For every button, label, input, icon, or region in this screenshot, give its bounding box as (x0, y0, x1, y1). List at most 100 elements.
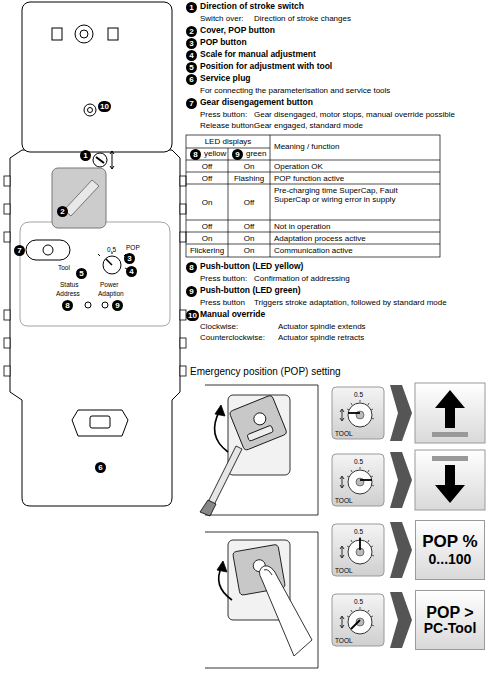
callout-number: 2 (57, 206, 68, 217)
callout-number: 7 (186, 98, 197, 109)
callout-number: 1 (80, 150, 91, 161)
label-text: yellow (204, 149, 226, 158)
callout-number: 9 (232, 149, 243, 160)
label-text: TOOL (335, 497, 353, 504)
label-text: Not in operation (274, 222, 330, 231)
label-text: Gear engaged, standard mode (254, 121, 363, 130)
label-text: On (228, 246, 270, 255)
label-text: Confirmation of addressing (254, 274, 350, 283)
label-text: green (246, 149, 266, 158)
callout-number: 3 (124, 253, 135, 264)
label-text: 0.5 (354, 458, 363, 465)
label-text: On (186, 234, 228, 243)
label-text: Gear disengagement button (200, 98, 313, 108)
label-text: Press button: (200, 274, 247, 283)
actuator-housing (10, 2, 180, 506)
label-text: Off (186, 162, 228, 171)
label-text: On (228, 162, 270, 171)
label-text: On (186, 198, 228, 207)
label-text: Off (228, 198, 270, 207)
callout-number: 9 (186, 286, 197, 297)
label-text: For connecting the parameterisation and … (200, 86, 390, 95)
label-text: Switch over: (200, 14, 244, 23)
label-text: Press button: (200, 110, 247, 119)
led-table-grid (186, 135, 440, 257)
result-box: POP %0...100 (415, 520, 485, 580)
label-text: Flashing (228, 174, 270, 183)
result-box: POP >PC-Tool (415, 590, 485, 650)
label-text: Actuator spindle extends (278, 322, 366, 331)
label-text: Scale for manual adjustment (200, 50, 316, 60)
label-text: Off (228, 222, 270, 231)
label-text: Actuator spindle retracts (278, 333, 364, 342)
label-text: Service plug (200, 74, 251, 84)
callout-number: 5 (186, 62, 197, 73)
label-text: Triggers stroke adaptation, followed by … (254, 298, 447, 307)
label-text: Gear disengaged, motor stops, manual ove… (254, 110, 455, 119)
label-text: Manual override (200, 310, 265, 320)
callout-number: 4 (126, 266, 137, 277)
label-text: Off (186, 222, 228, 231)
label-text: TOOL (335, 567, 353, 574)
label-text: Flickering (186, 246, 228, 255)
label-text: 0.5 (354, 598, 363, 605)
label-text: Direction of stroke changes (254, 14, 351, 23)
label-text: 0.5 (354, 391, 363, 398)
label-text: Emergency position (POP) setting (190, 366, 341, 378)
pop-button-illustration (205, 532, 318, 668)
label-text: Release button: (200, 121, 256, 130)
node-text: POP > (426, 604, 473, 622)
callout-number: 8 (190, 149, 201, 160)
callout-number: 1 (186, 2, 197, 13)
label-text: Press button (200, 298, 245, 307)
label-text: Status (60, 281, 78, 288)
chevrons (390, 385, 412, 648)
label-text: POP function active (274, 174, 344, 183)
label-text: Clockwise: (200, 322, 238, 331)
label-text: Meaning / function (274, 142, 339, 151)
label-text: Direction of stroke switch (200, 2, 304, 12)
callout-number: 7 (14, 245, 25, 256)
label-text: Push-button (LED yellow) (200, 262, 303, 272)
label-text: On (228, 234, 270, 243)
label-text: Communication active (274, 246, 353, 255)
callout-number: 6 (95, 462, 106, 473)
label-text: TOOL (335, 637, 353, 644)
callout-number: 8 (186, 262, 197, 273)
callout-number: 8 (62, 300, 73, 311)
housing-fins (4, 176, 186, 376)
label-text: TOOL (335, 430, 353, 437)
label-text: Operation OK (274, 162, 323, 171)
label-text: Off (186, 174, 228, 183)
label-text: Push-button (LED green) (200, 286, 301, 296)
pop-dials (332, 387, 384, 646)
label-text: Position for adjustment with tool (200, 62, 332, 72)
callout-number: 5 (76, 268, 87, 279)
label-text: POP button (200, 38, 247, 48)
label-text: Address (56, 290, 80, 297)
callout-number: 9 (112, 300, 123, 311)
label-text: Adaption (98, 290, 124, 297)
label-text: Power (100, 281, 118, 288)
callout-number: 2 (186, 26, 197, 37)
node-text: POP % (422, 533, 477, 552)
label-text: Cover, POP button (200, 26, 275, 36)
callout-number: 10 (186, 310, 199, 321)
label-text: Tool (58, 264, 70, 271)
label-text: 0.5 (354, 528, 363, 535)
direction-result-boxes (415, 383, 485, 510)
label-text: POP (126, 244, 140, 251)
label-text: Counterclockwise: (200, 333, 265, 342)
label-text: LED displays (186, 137, 270, 146)
label-text: 0.5 (107, 246, 116, 253)
label-text: Adaptation process active (274, 234, 366, 243)
callout-number: 3 (186, 38, 197, 49)
callout-number: 4 (186, 50, 197, 61)
callout-number: 10 (98, 101, 111, 112)
node-text: 0...100 (429, 552, 472, 567)
callout-number: 6 (186, 74, 197, 85)
cover-open-illustration (200, 385, 318, 516)
node-text: PC-Tool (424, 621, 477, 636)
